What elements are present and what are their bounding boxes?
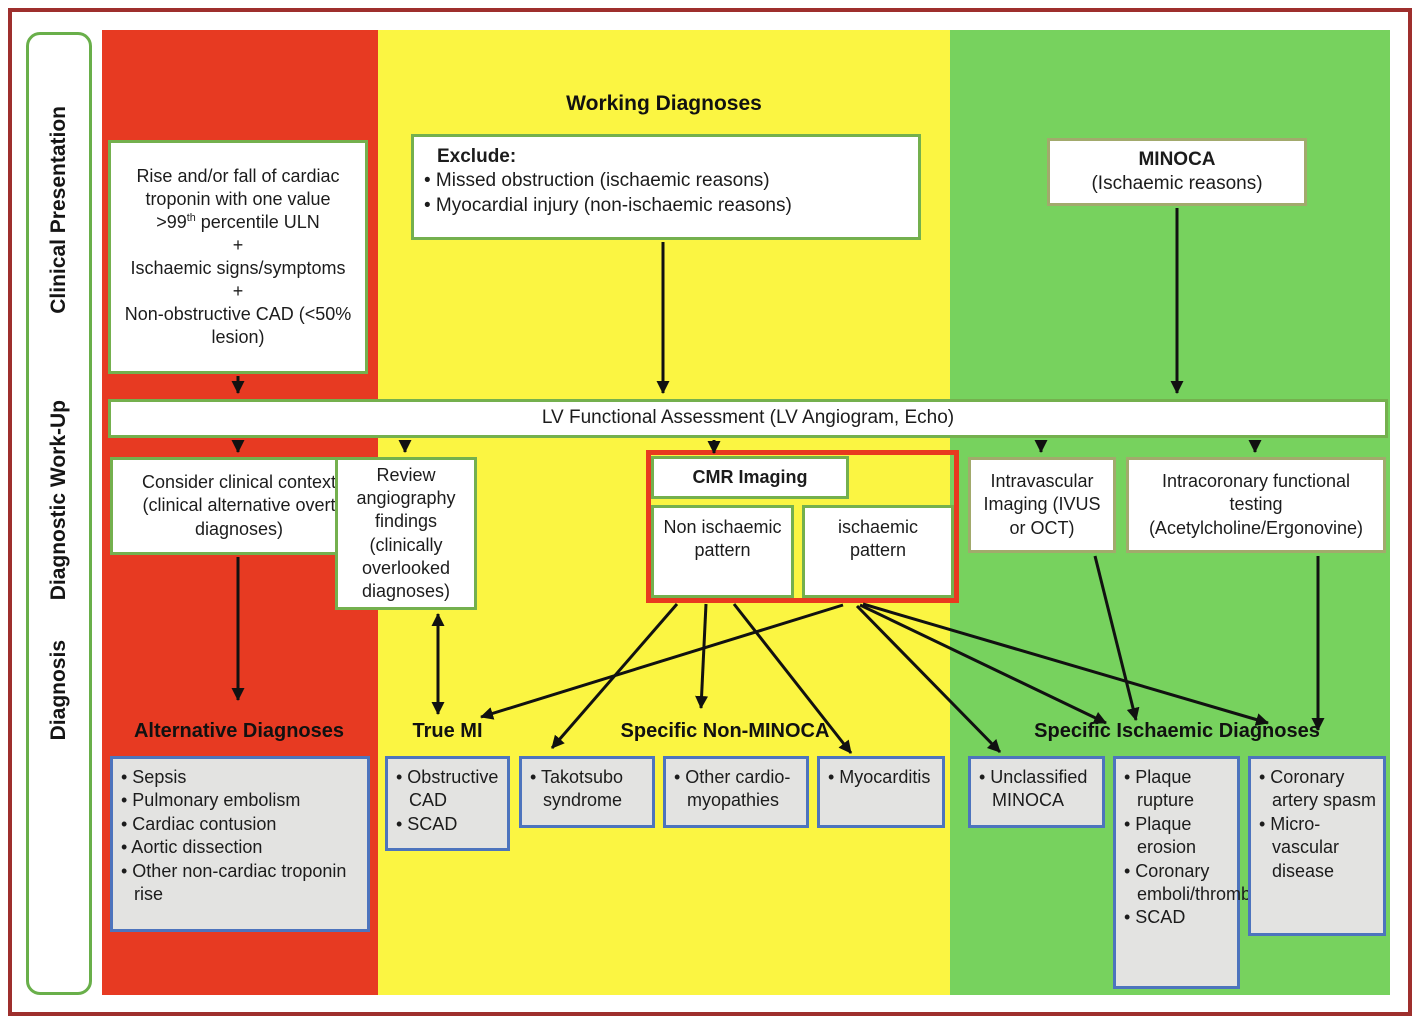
troponin-criteria-box: Rise and/or fall of cardiac troponin wit… [108,140,368,374]
phase-label-diagnosis: Diagnosis [47,639,70,741]
intravascular-imaging-box: Intravascular Imaging (IVUS or OCT) [968,457,1116,553]
criteria-line-3: Ischaemic signs/symptoms [130,258,346,278]
specific-non-minoca-heading: Specific Non-MINOCA [620,720,830,742]
minoca-title: MINOCA [1138,148,1216,170]
true-mi-list: • Obstructive CAD • SCAD [385,756,510,851]
list-item: • Coronary emboli/thrombus [1124,860,1271,904]
minoca-box: MINOCA (Ischaemic reasons) [1047,138,1307,206]
criteria-plus-2: + [232,281,244,302]
list-item: • Aortic dissection [121,837,263,858]
criteria-line-1: Rise and/or fall of cardiac troponin wit… [136,165,340,209]
list-item: • SCAD [396,813,458,834]
criteria-line-4: Non-obstructive CAD (<50% lesion) [124,304,352,348]
lv-assessment-bar: LV Functional Assessment (LV Angiogram, … [108,399,1388,438]
myocarditis-box: • Myocarditis [817,756,945,828]
list-item: • Myocarditis [828,767,931,787]
phase-sidebar [26,32,92,995]
list-item: • SCAD [1124,907,1186,928]
unclassified-minoca-box: • Unclassified MINOCA [968,756,1105,828]
exclude-title: Exclude: [437,146,517,167]
list-item: • Unclassified MINOCA [979,767,1088,811]
consider-context-box: Consider clinical context (clinical alte… [110,457,368,555]
alternative-diagnoses-list: • Sepsis • Pulmonary embolism • Cardiac … [110,756,370,932]
working-diagnoses-heading: Working Diagnoses [566,92,762,115]
true-mi-heading: True MI [412,720,483,742]
review-angiography-box: Review angiography findings (clinically … [335,457,477,610]
criteria-line-2: >99th percentile ULN [156,211,320,232]
list-item: • Cardiac contusion [121,813,277,834]
list-item: • Pulmonary embolism [121,790,301,811]
list-item: • Coronary artery spasm [1259,767,1377,811]
takotsubo-box: • Takotsubo syndrome [519,756,655,828]
cmr-non-ischaemic-box: Non ischaemic pattern [651,505,794,598]
plaque-scad-list: • Plaque rupture • Plaque erosion • Coro… [1113,756,1271,989]
cmr-imaging-frame [646,450,959,603]
criteria-plus-1: + [232,234,244,255]
alternative-diagnoses-heading: Alternative Diagnoses [133,720,345,742]
list-item: • Other cardio-myopathies [674,767,791,811]
list-item: • Plaque rupture [1124,767,1195,811]
minoca-subtitle: (Ischaemic reasons) [1091,173,1263,194]
list-item: • Plaque erosion [1124,813,1197,858]
exclude-box: Exclude: • Missed obstruction (ischaemic… [411,134,921,240]
coronary-spasm-list: • Coronary artery spasm • Micro-vascular… [1248,756,1386,936]
phase-label-clinical-presentation: Clinical Presentation [47,106,70,314]
specific-ischaemic-heading: Specific Ischaemic Diagnoses [1034,720,1320,742]
list-item: • Obstructive CAD [396,767,499,811]
exclude-item: • Myocardial injury (non-ischaemic reaso… [424,194,792,216]
list-item: • Other non-cardiac troponin rise [121,860,347,904]
cmr-imaging-title-box: CMR Imaging [651,456,849,499]
intracoronary-testing-box: Intracoronary functional testing (Acetyl… [1126,457,1386,553]
exclude-item: • Missed obstruction (ischaemic reasons) [424,170,770,192]
cmr-ischaemic-box: ischaemic pattern [802,505,954,598]
list-item: • Sepsis [121,767,187,787]
list-item: • Micro-vascular disease [1259,813,1340,881]
list-item: • Takotsubo syndrome [530,767,624,811]
other-cardiomyopathies-box: • Other cardio-myopathies [663,756,809,828]
